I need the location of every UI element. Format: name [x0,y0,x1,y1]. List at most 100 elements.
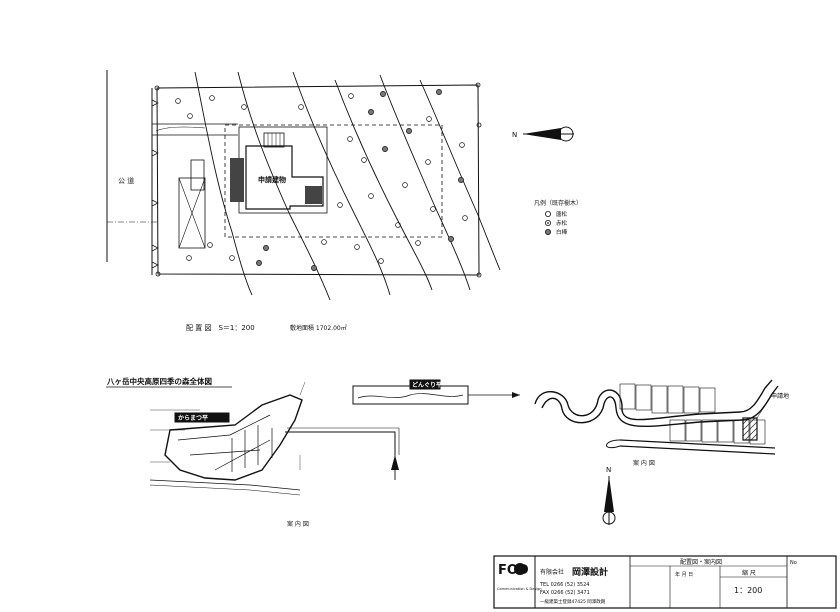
access-road [152,123,238,136]
contour-line [334,79,433,291]
tree-larch [241,104,247,110]
detail-north-arrow: N [602,466,616,525]
detail-map-caption: 案 内 図 [633,459,655,467]
district-boundary [164,394,303,481]
site-plan: 公 道 申請建物 [106,70,574,332]
tree-larch [368,193,374,199]
company-type: 有限会社 [540,568,564,576]
lot [717,419,734,443]
tree-birch [263,245,269,251]
date-label: 年 月 日 [675,571,693,578]
parking-space [178,177,206,249]
tree-larch [430,206,436,212]
tree-birch [311,265,317,271]
legend-red-pine-icon [545,219,552,226]
building-footprint [245,145,324,210]
contour-lines [194,71,501,301]
upper-lots [619,383,716,414]
tree-larch [459,142,465,148]
application-site [742,417,758,441]
tree-larch [209,95,215,101]
company-tel: TEL 0266 (52) 3524 [539,582,589,588]
north-arrow-ring [602,511,616,525]
tree-birch [368,109,374,115]
north-arrow-head [391,455,399,470]
building-label: 申請建物 [258,175,286,184]
contour-line [292,71,391,296]
tree-larch [462,215,468,221]
tree-larch [395,222,401,228]
tree-birch [458,177,464,183]
site-plan-caption: 配 置 図 S＝1：200 [186,324,255,332]
route-connector-arrow [512,392,520,398]
survey-point [475,82,481,88]
tree-birch [256,260,262,266]
serpentine-road-outer [534,379,773,421]
tree-birch [406,128,412,134]
tree-larch [298,104,304,110]
tree-birch [448,236,454,242]
area-map-caption: 案 内 図 [287,520,309,528]
tree-larch [347,136,353,142]
legend-title: 凡例（既存樹木） [534,199,582,207]
parking-space-cross [178,177,206,249]
tree-larch [361,157,367,163]
building-hatch-left [230,158,244,202]
lot [651,385,668,414]
lot [683,386,700,414]
survey-point [154,85,160,91]
lot [667,385,684,414]
legend-item-label: 唐松 [556,210,568,218]
route-strip-road [357,393,464,399]
route-tag: どんぐり平 [412,381,442,389]
tree-birch [382,146,388,152]
lot [669,419,686,442]
site-north-arrow: N [512,126,574,142]
survey-point [476,122,482,128]
tree-larch [207,242,213,248]
lower-road [619,439,776,455]
legend-red-pine-dot [547,222,549,224]
building-hatch-right [305,186,322,204]
site-area-note: 敷地面積 1702.00㎡ [290,324,347,332]
scale-value: 1：200 [734,586,762,595]
site-leader-line [756,397,771,419]
lot [701,419,718,443]
tree-markers [175,89,468,271]
tree-larch [426,116,432,122]
tree-larch [425,159,431,165]
area-map: 八ヶ岳中央高原四季の森全体図 からまつ平 案 内 図 [106,376,400,528]
north-arrow-head [604,476,614,512]
tree-larch [321,239,327,245]
company-logo-sub: Communication & Design [497,587,542,591]
contour-line [194,71,253,296]
lot [619,383,636,410]
tree-larch [229,255,235,261]
company-fax: FAX 0266 (52) 3471 [540,590,590,596]
serpentine-road-inner [541,385,779,428]
district-inner-roads [177,414,273,472]
north-arrow-head [523,128,561,140]
company-registration: 一級建築士登録47425 岡澤政朗 [540,598,606,605]
district-tag-box [174,412,230,423]
detail-site-label: 申請地 [771,392,789,400]
tree-larch [378,258,384,264]
lot [635,384,652,411]
tree-larch [337,202,343,208]
area-north-arrow [391,455,399,480]
title-block-frame [493,555,837,609]
tree-larch [415,240,421,246]
district-tag: からまつ平 [178,414,208,422]
entrance-stair-lines [267,133,281,147]
tree-legend: 凡例（既存樹木） 唐松 赤松 白樺 [534,199,582,236]
wall-markers [151,99,159,269]
legend-item-label: 白樺 [556,228,568,236]
area-map-title: 八ヶ岳中央高原四季の森全体図 [106,376,212,386]
tree-larch [348,93,354,99]
lower-lots [669,419,766,445]
survey-point [476,272,482,278]
company-name: 岡澤設計 [572,566,608,578]
main-road-outer [287,427,400,455]
legend-larch-icon [545,210,552,217]
